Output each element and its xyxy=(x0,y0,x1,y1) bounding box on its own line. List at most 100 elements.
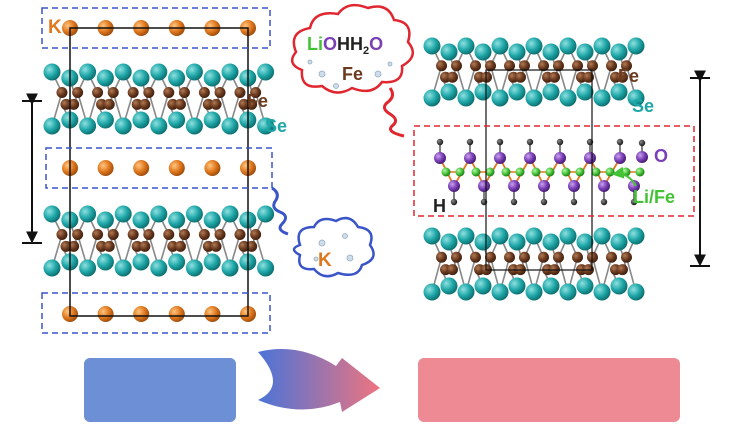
fe-atom xyxy=(131,98,143,110)
bubble-dot xyxy=(342,233,348,239)
fe-atom xyxy=(572,251,584,263)
o-atom xyxy=(464,152,476,164)
fe-atom xyxy=(484,251,496,263)
o-atom xyxy=(568,180,580,192)
se-atom xyxy=(423,227,441,245)
se-atom xyxy=(542,83,560,101)
fe-atom xyxy=(234,87,246,99)
h-atom xyxy=(496,138,504,146)
se-atom xyxy=(440,83,458,101)
se-atom xyxy=(132,69,150,87)
li-atom xyxy=(485,167,495,177)
li-atom xyxy=(635,167,645,177)
se-atom xyxy=(221,63,239,81)
o-atom xyxy=(478,180,490,192)
h-atom xyxy=(556,138,564,146)
fe-atom xyxy=(178,87,190,99)
se-atom xyxy=(257,205,275,223)
se-atom xyxy=(79,259,97,277)
se-atom xyxy=(610,277,628,295)
fe-atom xyxy=(214,229,226,241)
fe-atom xyxy=(586,60,598,72)
h-atom xyxy=(436,138,444,146)
fe-atom xyxy=(127,87,139,99)
se-atom xyxy=(627,227,645,245)
fe-atom xyxy=(131,240,143,252)
se-atom xyxy=(559,283,577,301)
h-atom xyxy=(616,138,624,146)
se-atom xyxy=(474,83,492,101)
li-atom xyxy=(575,167,585,177)
k-cloud-bubble xyxy=(292,216,375,278)
fe-atom xyxy=(143,229,155,241)
fe-atom xyxy=(143,87,155,99)
se-atom xyxy=(185,259,203,277)
se-atom xyxy=(559,37,577,55)
fe-atom xyxy=(470,60,482,72)
fe-atom xyxy=(518,60,530,72)
fe-atom xyxy=(538,60,550,72)
o-atom xyxy=(434,152,446,164)
fe-atom xyxy=(238,240,250,252)
k-layer-box-bottom xyxy=(41,292,271,334)
fe-atom xyxy=(210,98,222,110)
fe-atom xyxy=(202,240,214,252)
fe-atom xyxy=(139,240,151,252)
formula-o2: O xyxy=(369,34,383,54)
se-atom xyxy=(185,205,203,223)
se-atom xyxy=(114,117,132,135)
fe-atom xyxy=(139,98,151,110)
fe-atom xyxy=(68,240,80,252)
fe-atom xyxy=(178,229,190,241)
fe-atom xyxy=(238,98,250,110)
k-atom xyxy=(168,160,185,176)
k-atom xyxy=(204,306,221,322)
se-atom xyxy=(593,283,611,301)
se-atom xyxy=(491,227,509,245)
o-atom xyxy=(614,152,626,164)
formula-li: Li xyxy=(307,34,323,54)
li-atom xyxy=(531,167,541,177)
fe-atom xyxy=(552,60,564,72)
fe-atom xyxy=(214,87,226,99)
h-atom xyxy=(450,198,458,206)
fe-atom xyxy=(616,71,628,83)
fe-atom xyxy=(127,229,139,241)
se-label-left: Se xyxy=(265,116,287,136)
bubble-dot xyxy=(333,83,339,89)
transformation-arrow xyxy=(258,349,380,412)
se-atom xyxy=(525,37,543,55)
se-atom xyxy=(132,253,150,271)
h-atom xyxy=(540,198,548,206)
bubble-dot xyxy=(346,254,354,262)
bubble-dot xyxy=(387,61,393,67)
fe-atom xyxy=(60,240,72,252)
fe-atom xyxy=(620,251,632,263)
se-atom xyxy=(457,37,475,55)
k-atom xyxy=(97,306,114,322)
formula-hh: HH xyxy=(337,34,363,54)
atom-layer xyxy=(43,20,648,322)
right-panel-box xyxy=(418,358,680,422)
se-atom xyxy=(43,117,61,135)
h-atom xyxy=(600,198,608,206)
se-atom xyxy=(203,111,221,129)
k-atom xyxy=(168,306,185,322)
fe-atom xyxy=(56,229,68,241)
lioh-formula: LiOHH2O xyxy=(307,34,383,57)
li-fe-pointer-arrow xyxy=(611,166,637,187)
fe-atom xyxy=(470,251,482,263)
se-atom xyxy=(576,233,594,251)
fe-atom xyxy=(163,87,175,99)
se-atom xyxy=(474,277,492,295)
se-atom xyxy=(43,205,61,223)
se-atom xyxy=(576,43,594,61)
se-atom xyxy=(150,63,168,81)
h-label-right: H xyxy=(433,196,446,216)
fe-atom xyxy=(107,229,119,241)
red-wavy-connector xyxy=(383,87,405,138)
se-atom xyxy=(627,37,645,55)
se-atom xyxy=(168,69,186,87)
fe-label-right: Fe xyxy=(618,66,639,86)
fe-atom xyxy=(548,71,560,83)
